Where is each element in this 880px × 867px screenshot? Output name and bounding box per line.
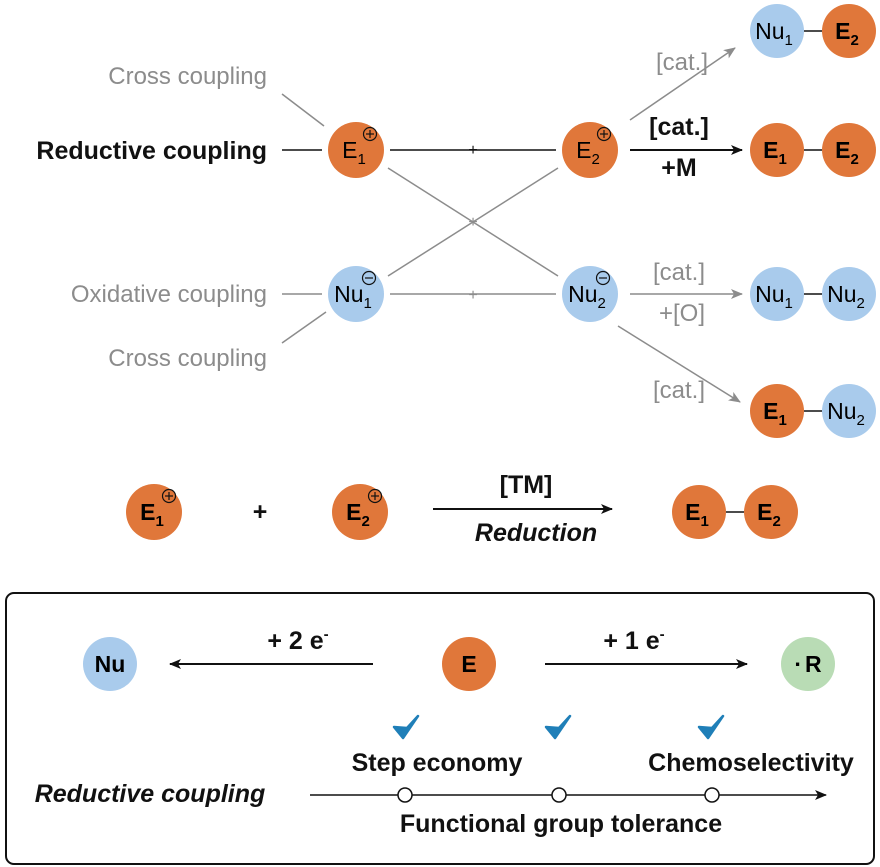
svg-text:·R: ·R: [794, 651, 822, 677]
condition-cat: [cat.]: [653, 259, 705, 286]
svg-text:E2: E2: [835, 18, 859, 49]
panel-border: [5, 592, 875, 865]
svg-text:E2: E2: [576, 137, 600, 168]
positive-charge-icon: [367, 488, 383, 504]
svg-text:E: E: [461, 651, 476, 677]
negative-charge-icon: [361, 270, 377, 286]
cross-coupling-top-label: Cross coupling: [108, 63, 267, 90]
product-nu1-nu2: Nu1 Nu2: [750, 267, 876, 321]
product-nu1-e2: Nu1 E2: [750, 4, 876, 58]
reaction-arrows: [617, 47, 743, 403]
radical-node: ·R: [781, 637, 835, 691]
svg-text:E1: E1: [342, 137, 366, 168]
svg-text:E2: E2: [835, 137, 859, 168]
condition-cat: [cat.]: [653, 377, 705, 404]
svg-text:Nu2: Nu2: [827, 281, 865, 312]
two-electron-label: + 2 e-: [267, 626, 328, 655]
svg-text:Nu1: Nu1: [755, 281, 793, 312]
negative-charge-icon: [595, 270, 611, 286]
check-icon: [544, 714, 572, 740]
reductive-coupling-label: Reductive coupling: [36, 137, 267, 165]
timeline-label: Reductive coupling: [35, 780, 266, 808]
condition-oxidant: +[O]: [659, 300, 705, 327]
connector-line: [281, 93, 325, 127]
bottom-panel: Nu E ·R + 2 e- + 1 e- Step economy Chemo…: [5, 592, 875, 865]
svg-text:E1: E1: [763, 137, 787, 168]
svg-text:Nu: Nu: [95, 651, 126, 677]
connector-lines: [281, 93, 559, 344]
plus-sign: +: [468, 287, 477, 304]
product-e1-e2: E1 E2: [672, 485, 798, 539]
condition-metal: +M: [661, 154, 696, 182]
functional-group-tolerance-label: Functional group tolerance: [400, 810, 722, 838]
reduction-label: Reduction: [475, 519, 597, 547]
reagent-nu2: Nu2: [562, 266, 618, 322]
svg-text:E1: E1: [140, 499, 164, 530]
product-e1-nu2: E1 Nu2: [750, 384, 876, 438]
product-e1-e2: E1 E2: [750, 123, 876, 177]
positive-charge-icon: [362, 126, 378, 142]
timeline-node: [397, 787, 413, 803]
electrophile-node: E: [442, 637, 496, 691]
connector-line: [387, 167, 559, 277]
reagent-e1: E1: [328, 122, 384, 178]
cross-coupling-bottom-label: Cross coupling: [108, 345, 267, 372]
reagent-e2: E2: [332, 484, 388, 540]
step-economy-label: Step economy: [352, 749, 523, 777]
middle-scheme: E1 + E2 [TM] Reduction E1 E2: [126, 471, 798, 547]
svg-text:E2: E2: [757, 499, 781, 530]
svg-text:Nu2: Nu2: [827, 398, 865, 429]
plus-sign: +: [468, 142, 477, 159]
one-electron-label: + 1 e-: [603, 626, 664, 655]
reagent-e2: E2: [562, 122, 618, 178]
reagent-nu1: Nu1: [328, 266, 384, 322]
top-scheme: Cross coupling Reductive coupling Oxidat…: [36, 4, 876, 438]
condition-cat: [cat.]: [656, 49, 708, 76]
plus-sign: +: [253, 498, 268, 526]
connector-line: [281, 311, 327, 344]
oxidative-coupling-label: Oxidative coupling: [71, 281, 267, 308]
svg-text:E1: E1: [763, 398, 787, 429]
svg-text:Nu1: Nu1: [755, 18, 793, 49]
positive-charge-icon: [596, 126, 612, 142]
timeline-node: [551, 787, 567, 803]
catalyst-label: [TM]: [500, 471, 553, 499]
chemoselectivity-label: Chemoselectivity: [648, 749, 854, 777]
check-icon: [392, 714, 420, 740]
arrow-to-e1-nu2: [617, 325, 741, 403]
nucleophile-node: Nu: [83, 637, 137, 691]
timeline-node: [704, 787, 720, 803]
svg-text:E2: E2: [346, 499, 370, 530]
arrow-to-nu1-e2: [629, 47, 736, 121]
plus-sign: +: [468, 214, 477, 231]
reagent-e1: E1: [126, 484, 182, 540]
svg-text:Nu2: Nu2: [568, 281, 606, 312]
positive-charge-icon: [161, 488, 177, 504]
condition-cat: [cat.]: [649, 113, 709, 141]
svg-text:E1: E1: [685, 499, 709, 530]
check-icon: [697, 714, 725, 740]
svg-text:Nu1: Nu1: [334, 281, 372, 312]
